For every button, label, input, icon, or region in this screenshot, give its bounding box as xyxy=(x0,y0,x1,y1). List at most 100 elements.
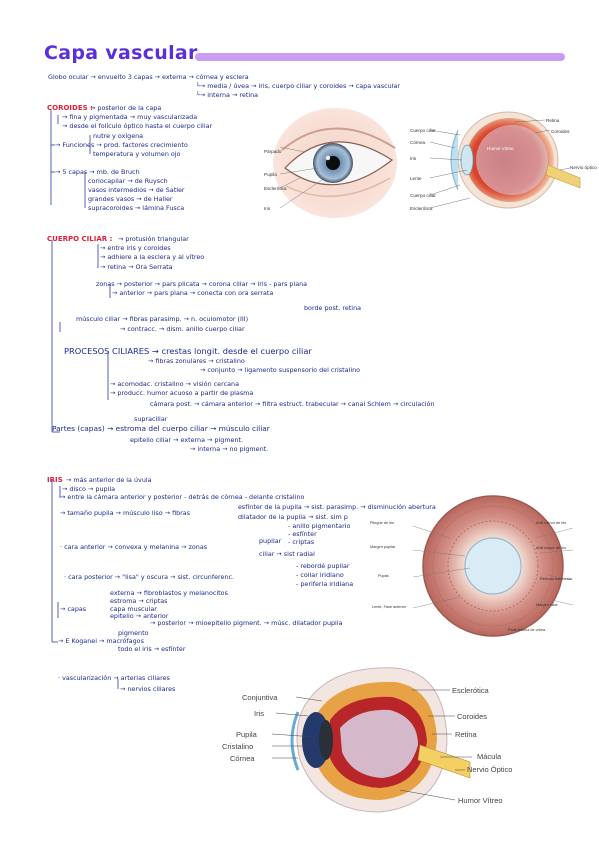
bottom-label-pupila: Pupila xyxy=(236,730,257,739)
bottom-label-cornea: Córnea xyxy=(230,754,255,763)
iris-label: Parte trilobul de vítrea xyxy=(508,628,546,632)
iris-line: dilatador de la pupila → sist. sim p xyxy=(238,513,348,521)
bottom-label-nervio-optico: Nervio Óptico xyxy=(467,765,513,774)
section-label-cornea: Córnea xyxy=(410,140,426,145)
iris-line: - periferia iridiana xyxy=(296,580,354,588)
label-esclerotica: Esclerótica xyxy=(264,186,287,191)
bottom-label-conjuntiva: Conjuntiva xyxy=(242,693,278,702)
iris-line: → E Koganei → macrófagos xyxy=(58,637,144,645)
section-label-nervio-optico: Nervio óptico xyxy=(570,165,597,170)
iris-label: Anill mayor de iris xyxy=(536,546,566,550)
ciliar-line: Partes (capas) → estroma del cuerpo cili… xyxy=(52,424,270,433)
coroides-line: → Funciones → prod. factores crecimiento xyxy=(55,141,188,149)
coroides-heading: COROIDES : xyxy=(47,104,93,112)
iris-label: Pupila xyxy=(378,574,389,578)
ciliar-line: borde post. retina xyxy=(304,304,362,312)
iris-line: estroma → criptas xyxy=(110,597,168,605)
coroides-line: vasos intermedios → de Satler xyxy=(88,186,185,194)
ciliar-line: → interna → no pigment. xyxy=(190,445,269,453)
coroides-line: temperatura y volumen ojo xyxy=(93,150,181,158)
coroides-line: → fina y pigmentada → muy vascularizada xyxy=(62,113,198,121)
intro-line-3: └→ interna → retina xyxy=(196,91,259,99)
iris-line: · cara posterior → "lisa" y oscura → sis… xyxy=(64,573,235,581)
cuerpo-ciliar-heading: CUERPO CILIAR : xyxy=(47,235,113,243)
iris-line: → más anterior de la úvula xyxy=(66,476,152,484)
section-label-cuerpo-ciliar: Cuerpo ciliar xyxy=(410,128,436,133)
ciliar-line: → producc. humor acuoso a partir de plas… xyxy=(110,389,254,397)
iris-line: capa muscular xyxy=(110,605,157,613)
coroides-line: → posterior de la capa xyxy=(90,104,162,112)
iris-line: todo el iris → esfínter xyxy=(118,645,186,653)
ciliar-line: supraciliar xyxy=(134,415,168,423)
vascular-line-1: · vascularización → arterias ciliares xyxy=(58,674,170,682)
intro-line-2: └→ media / úvea → iris, cuerpo ciliar y … xyxy=(196,82,401,90)
iris-line: - anillo pigmentario xyxy=(288,522,351,530)
iris-line: epitelio → anterior xyxy=(110,612,169,620)
section-label-esclerotica: Esclerótica xyxy=(410,206,433,211)
iris-label: Anill menor de iris xyxy=(536,521,567,525)
intro-line-1: Globo ocular → envuelto 3 capas → extern… xyxy=(48,73,249,81)
section-label-humor-vitreo: Humor vítreo xyxy=(487,146,514,151)
iris-line: pigmento xyxy=(118,629,149,637)
section-label-cuerpo-ciliar-2: Cuerpo ciliar xyxy=(410,193,436,198)
coroides-line: grandes vasos → de Haller xyxy=(88,195,173,203)
iris-line: → posterior → mioepitelio pigment. → mús… xyxy=(150,619,343,627)
iris-line: → disco → pupila xyxy=(62,485,116,493)
ciliar-line: → protusión triangular xyxy=(118,235,189,243)
ciliar-line: zonas → posterior → pars plicata → coron… xyxy=(96,280,308,288)
ciliar-line: músculo ciliar → fibras parasimp. → n. o… xyxy=(76,315,249,323)
bottom-label-humor-vitreo: Humor Vítreo xyxy=(458,796,503,805)
ciliar-line: → retina → Ora Serrata xyxy=(100,263,173,271)
iris-label: Retículo trabecular xyxy=(540,577,572,581)
section-label-lente: Lente xyxy=(410,176,422,181)
iris-line: esfínter de la pupila → sist. parasimp. … xyxy=(238,503,436,511)
coroides-line: coriocapilar → de Ruysch xyxy=(88,177,168,185)
page-title: Capa vascular xyxy=(44,42,198,64)
ciliar-line: epitelio ciliar → externa → pigment. xyxy=(130,436,244,444)
iris-line: → tamaño pupila → músculo liso → fibras xyxy=(60,509,191,517)
label-pupila: Pupila xyxy=(264,172,277,177)
iris-line: → capas xyxy=(60,605,87,613)
bottom-label-macula: Mácula xyxy=(477,752,502,761)
iris-heading: IRIS xyxy=(47,476,63,484)
ciliar-line: PROCESOS CILIARES → crestas longit. desd… xyxy=(64,346,312,356)
label-parpado: Párpado xyxy=(264,149,282,154)
iris-line: · cara anterior → convexa y melanina → z… xyxy=(60,543,208,551)
iris-label: Margen ciliar xyxy=(536,603,558,607)
iris-line: → entre la cámara anterior y posterior -… xyxy=(60,493,305,501)
ciliar-line: → contracc. → dism. anillo cuerpo ciliar xyxy=(120,325,245,333)
coroides-line: supracoroides → lámina Fusca xyxy=(88,204,185,212)
ciliar-line: → entre iris y coroides xyxy=(100,244,171,252)
bottom-label-retina: Retina xyxy=(455,730,477,739)
iris-line: - collar iridiano xyxy=(296,571,344,579)
iris-line: pupilar xyxy=(259,537,282,545)
ciliar-line: → adhiere a la esclera y al vítreo xyxy=(100,253,205,261)
title-underline-bar xyxy=(195,53,565,61)
bottom-label-cristalino: Cristalino xyxy=(222,742,254,751)
iris-label: Margen pupilar xyxy=(370,545,396,549)
coroides-line: → desde el folículo óptico hasta el cuer… xyxy=(62,122,213,130)
iris-label: Pliegue de iris xyxy=(370,521,394,525)
ciliar-line: cámara post. → cámara anterior → filtra … xyxy=(150,400,435,408)
iris-line: - rebordé pupilar xyxy=(296,562,350,570)
coroides-line: nutre y oxígena xyxy=(93,132,144,140)
ciliar-line: → acomodac. cristalino → visión cercana xyxy=(110,380,239,388)
ciliar-line: → conjunto → ligamento suspensorio del c… xyxy=(200,366,361,374)
ciliar-line: → fibras zonulares → cristalino xyxy=(148,357,245,365)
iris-line: ciliar → sist radial xyxy=(259,550,315,558)
iris-line: - esfínter xyxy=(288,530,317,538)
bottom-label-coroides: Coroides xyxy=(457,712,488,721)
bottom-label-iris: Iris xyxy=(254,709,264,718)
section-label-coroides: Coroides xyxy=(551,129,570,134)
vascular-line-2: → nervios ciliares xyxy=(120,685,176,693)
coroides-line: → 5 capas → mb. de Bruch xyxy=(55,168,140,176)
iris-line: - criptas xyxy=(288,538,315,546)
section-label-iris: Iris xyxy=(410,156,417,161)
iris-line: externa → fibroblastos y melanocitos xyxy=(110,589,228,597)
bottom-label-esclerotica: Esclerótica xyxy=(452,686,489,695)
ciliar-line: → anterior → pars plana → conecta con or… xyxy=(112,289,274,297)
section-label-retina: Retina xyxy=(546,118,560,123)
iris-label: Lente, Fase anterior xyxy=(372,605,406,609)
label-iris: Iris xyxy=(264,206,271,211)
